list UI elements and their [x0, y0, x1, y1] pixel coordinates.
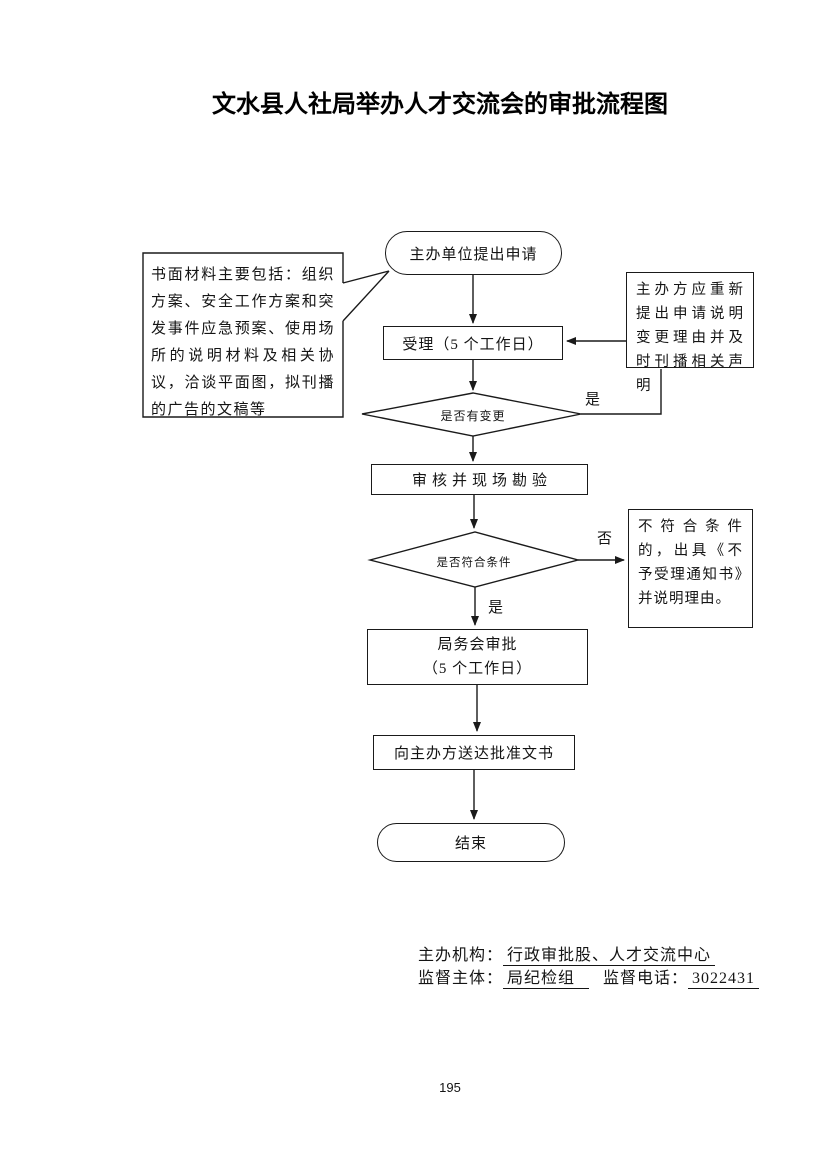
supervisor-label: 监督主体： — [418, 970, 504, 987]
host-label: 主办机构： — [418, 947, 504, 964]
page-title: 文水县人社局举办人才交流会的审批流程图 — [212, 91, 668, 118]
accept-node: 受理（5 个工作日） — [383, 326, 563, 360]
host-value: 行政审批股、人才交流中心 — [503, 947, 716, 966]
qualify-yes-label: 是 — [488, 600, 504, 616]
approval-node: 局务会审批 （5 个工作日） — [367, 629, 588, 685]
phone-value: 3022431 — [688, 970, 760, 989]
deliver-node: 向主办方送达批准文书 — [373, 735, 575, 770]
materials-note: 书面材料主要包括：组织方案、安全工作方案和突发事件应急预案、使用场所的说明材料及… — [151, 267, 335, 418]
review-node: 审核并现场勘验 — [371, 464, 588, 495]
page-number: 195 — [439, 1080, 461, 1095]
start-node: 主办单位提出申请 — [385, 231, 562, 275]
phone-label: 监督电话： — [603, 970, 689, 987]
approval-line2: （5 个工作日） — [422, 661, 533, 677]
footer-line-supervisor: 监督主体：局纪检组监督电话：3022431 — [418, 967, 760, 990]
footer-info: 主办机构：行政审批股、人才交流中心 监督主体：局纪检组监督电话：3022431 — [418, 944, 760, 990]
reject-note: 不符合条件的，出具《不予受理通知书》并说明理由。 — [628, 509, 753, 628]
line-change-yes-branch — [581, 369, 662, 415]
materials-callout-outline — [142, 252, 390, 418]
approval-line1: 局务会审批 — [437, 637, 518, 653]
footer-line-host: 主办机构：行政审批股、人才交流中心 — [418, 944, 759, 967]
change-note: 主办方应重新提出申请说明变更理由并及时刊播相关声明 — [626, 272, 754, 394]
decision-qualify-label: 是否符合条件 — [436, 557, 512, 569]
supervisor-value: 局纪检组 — [503, 970, 590, 989]
change-yes-label: 是 — [585, 392, 601, 408]
decision-change-label: 是否有变更 — [440, 409, 506, 423]
end-node: 结束 — [377, 823, 565, 862]
qualify-no-label: 否 — [597, 531, 613, 547]
